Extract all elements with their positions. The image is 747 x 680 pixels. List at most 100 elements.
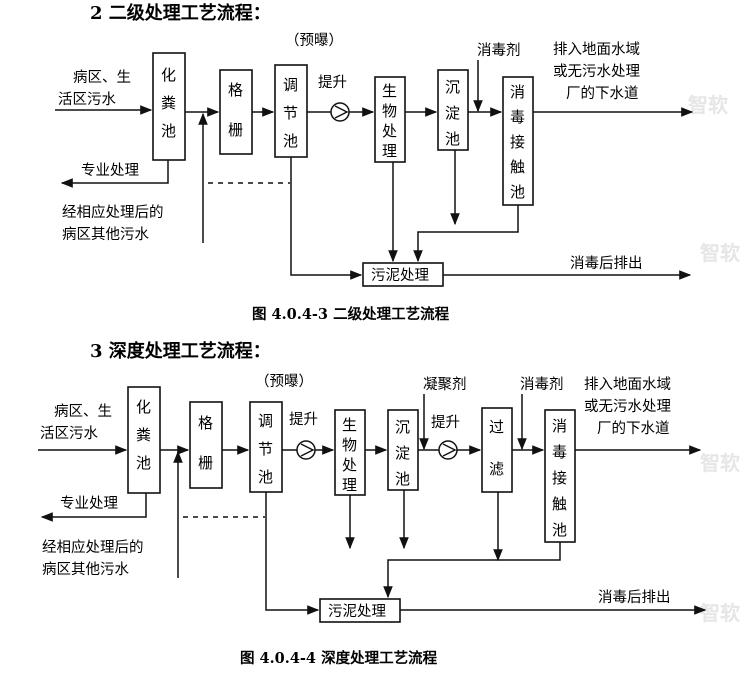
svg-text:调: 调	[283, 76, 298, 94]
svg-text:节: 节	[283, 104, 298, 122]
svg-text:毒: 毒	[552, 443, 567, 461]
svg-text:池: 池	[258, 468, 273, 486]
s2-special-treatment-label: 专业处理	[81, 162, 139, 179]
svg-text:排入地面水域: 排入地面水域	[553, 41, 640, 58]
svg-text:厂的下水道: 厂的下水道	[566, 85, 639, 102]
s3-coagulant-label: 凝聚剂	[423, 376, 467, 393]
s3-special-treatment-label: 专业处理	[60, 495, 118, 512]
section3-heading: 3 深度处理工艺流程：	[90, 340, 271, 362]
svg-text:池: 池	[283, 132, 298, 150]
s2-equalization-box	[274, 64, 308, 158]
svg-text:厂的下水道: 厂的下水道	[597, 420, 670, 437]
s2-equalization-text: 调 节 池	[283, 76, 298, 150]
svg-text:淀: 淀	[395, 444, 410, 462]
s2-flow-lines	[55, 60, 694, 280]
s3-septic-tank-text: 化 粪 池	[136, 398, 151, 472]
svg-text:池: 池	[445, 130, 460, 148]
svg-text:沉: 沉	[395, 418, 410, 436]
svg-text:池: 池	[552, 521, 567, 539]
secondary-treatment-diagram: 2 二级处理工艺流程： 病区、生 活区污水 化 粪 池 格 栅 （预曝） 调 节…	[55, 2, 694, 323]
svg-text:消: 消	[552, 417, 567, 435]
svg-text:理: 理	[342, 476, 357, 494]
s3-flow-lines	[38, 394, 707, 615]
s3-pump-icon-2	[438, 440, 458, 460]
watermark-text-3: 智软	[700, 451, 740, 475]
s2-disinfectant-label: 消毒剂	[477, 42, 521, 59]
s3-lift-label-1: 提升	[289, 411, 318, 428]
svg-text:格: 格	[198, 414, 213, 432]
s3-settling-box	[387, 409, 419, 491]
watermark-text-2: 智软	[700, 241, 740, 265]
svg-text:消: 消	[510, 83, 525, 101]
svg-text:活区污水: 活区污水	[58, 91, 116, 108]
svg-text:触: 触	[552, 495, 567, 513]
svg-text:池: 池	[395, 470, 410, 488]
s3-inflow-label: 病区、生 活区污水	[40, 403, 112, 442]
svg-text:化: 化	[161, 66, 176, 84]
s2-sludge-label: 污泥处理	[371, 267, 429, 284]
svg-text:化: 化	[136, 398, 151, 416]
s3-bio-treatment-text: 生 物 处 理	[342, 416, 357, 494]
svg-text:淀: 淀	[445, 104, 460, 122]
s2-lift-label: 提升	[318, 74, 347, 91]
svg-text:粪: 粪	[161, 94, 176, 112]
svg-text:处: 处	[342, 456, 357, 474]
svg-text:病区、生: 病区、生	[54, 403, 112, 420]
svg-text:池: 池	[136, 454, 151, 472]
svg-text:活区污水: 活区污水	[40, 425, 98, 442]
svg-text:处: 处	[382, 122, 397, 140]
s3-pump-icon-1	[296, 440, 316, 460]
s3-sludge-label: 污泥处理	[328, 603, 386, 620]
s3-lift-label-2: 提升	[431, 414, 460, 431]
svg-text:接: 接	[510, 133, 525, 151]
svg-text:经相应处理后的: 经相应处理后的	[42, 538, 144, 556]
svg-text:调: 调	[258, 412, 273, 430]
svg-text:病区其他污水: 病区其他污水	[62, 226, 149, 243]
s2-screen-box	[219, 69, 253, 155]
s3-filter-box	[481, 407, 513, 493]
s3-figure-caption: 图 4.0.4-4 深度处理工艺流程	[240, 649, 438, 667]
s2-contact-tank-text: 消 毒 接 触 池	[510, 83, 525, 201]
s3-discharge-label: 排入地面水域 或无污水处理 厂的下水道	[584, 376, 671, 437]
s2-settling-text: 沉 淀 池	[445, 78, 460, 148]
svg-text:池: 池	[510, 183, 525, 201]
s2-septic-tank-box	[152, 52, 186, 161]
s2-inflow-label: 病区、生 活区污水	[58, 69, 131, 108]
s3-after-disinfection-label: 消毒后排出	[598, 589, 671, 606]
svg-text:生: 生	[342, 416, 357, 434]
advanced-treatment-diagram: 3 深度处理工艺流程： 病区、生 活区污水 化 粪 池 格 栅 （预曝） 调 节…	[38, 340, 707, 667]
s3-screen-text: 格 栅	[198, 414, 213, 472]
s3-equalization-text: 调 节 池	[258, 412, 273, 486]
section2-heading: 2 二级处理工艺流程：	[90, 2, 271, 24]
s2-pump-icon	[330, 102, 350, 122]
s2-figure-caption: 图 4.0.4-3 二级处理工艺流程	[252, 305, 450, 323]
svg-text:接: 接	[552, 469, 567, 487]
watermark-text-1: 智软	[688, 93, 728, 117]
s3-settling-text: 沉 淀 池	[395, 418, 410, 488]
s3-preaeration-label: （预曝）	[255, 373, 313, 390]
svg-text:生: 生	[382, 82, 397, 100]
svg-text:沉: 沉	[445, 78, 460, 96]
svg-text:物: 物	[382, 102, 397, 120]
svg-text:病区其他污水: 病区其他污水	[42, 561, 129, 578]
s2-screen-text: 格 栅	[228, 81, 243, 139]
svg-text:经相应处理后的: 经相应处理后的	[62, 203, 164, 221]
svg-text:池: 池	[161, 122, 176, 140]
svg-text:理: 理	[382, 142, 397, 160]
s2-bio-treatment-text: 生 物 处 理	[382, 82, 397, 160]
watermark-text-4: 智软	[700, 601, 740, 625]
svg-text:或无污水处理: 或无污水处理	[584, 398, 671, 415]
svg-text:栅: 栅	[228, 121, 243, 139]
svg-text:栅: 栅	[198, 454, 213, 472]
svg-text:或无污水处理: 或无污水处理	[553, 63, 640, 80]
watermark: 智软 智软 智软 智软	[688, 93, 740, 625]
s2-discharge-label: 排入地面水域 或无污水处理 厂的下水道	[553, 41, 640, 102]
s3-contact-tank-text: 消 毒 接 触 池	[552, 417, 567, 539]
s2-septic-tank-text: 化 粪 池	[161, 66, 176, 140]
svg-text:病区、生: 病区、生	[73, 69, 131, 86]
s2-settling-box	[437, 69, 469, 151]
svg-text:节: 节	[258, 440, 273, 458]
s3-filter-text: 过 滤	[489, 418, 504, 478]
